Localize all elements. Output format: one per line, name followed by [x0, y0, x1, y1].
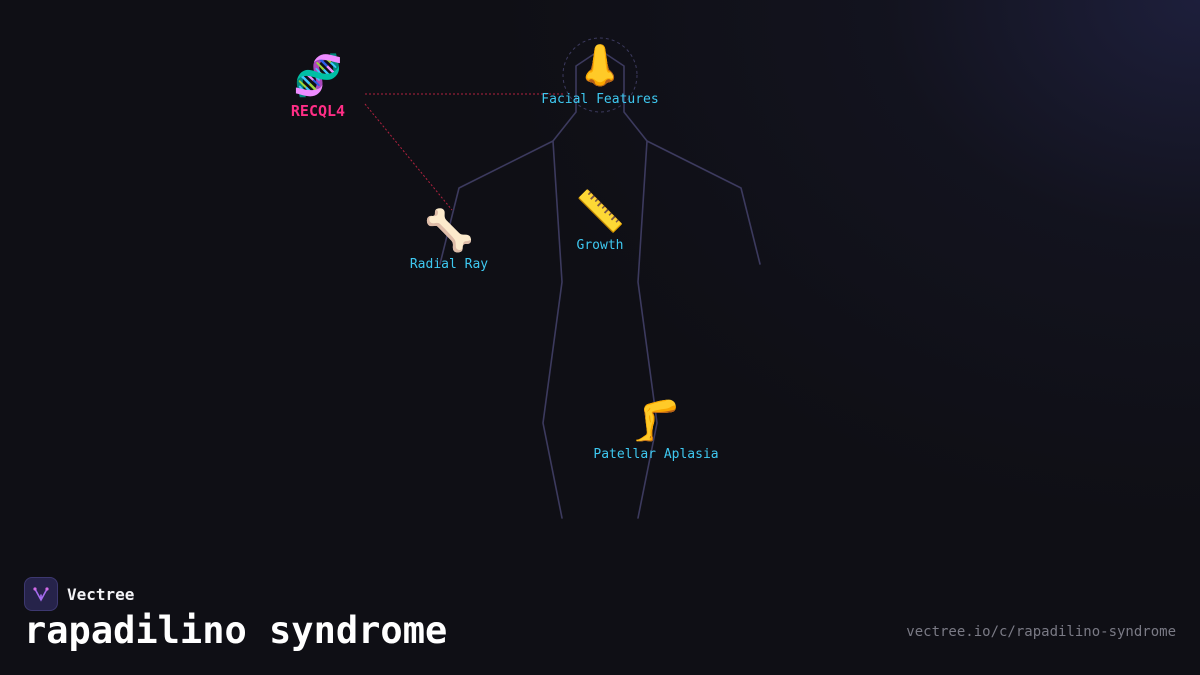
bone-icon: 🦴: [424, 208, 474, 254]
leg-icon: 🦵: [631, 398, 681, 444]
brand-name: Vectree: [67, 584, 135, 604]
feature-label: Growth: [576, 238, 624, 253]
brand[interactable]: Vectree: [24, 577, 134, 611]
feature-node-radial-ray[interactable]: 🦴 Radial Ray: [410, 207, 488, 272]
nose-icon: 👃: [575, 43, 625, 89]
ruler-icon: 📏: [575, 189, 625, 235]
body-outline-left: [439, 49, 601, 519]
vectree-logo-icon: [24, 577, 58, 611]
feature-label: Patellar Aplasia: [593, 447, 719, 462]
gene-node-recql4[interactable]: 🧬 RECQL4: [291, 52, 345, 120]
feature-node-facial-features[interactable]: 👃 Facial Features: [541, 42, 658, 107]
feature-label: Facial Features: [541, 92, 659, 107]
page-title: rapadilino syndrome: [24, 609, 448, 652]
body-outline-right: [599, 49, 761, 519]
gene-label: RECQL4: [290, 102, 346, 120]
page-url[interactable]: vectree.io/c/rapadilino-syndrome: [906, 624, 1176, 640]
feature-label: Radial Ray: [409, 257, 489, 272]
facial-features-highlight-ring: [562, 37, 638, 113]
feature-node-patellar-aplasia[interactable]: 🦵 Patellar Aplasia: [593, 397, 718, 462]
gene-link-radial-ray: [364, 103, 453, 211]
dna-icon: 🧬: [293, 53, 343, 99]
feature-node-growth[interactable]: 📏 Growth: [575, 188, 625, 253]
